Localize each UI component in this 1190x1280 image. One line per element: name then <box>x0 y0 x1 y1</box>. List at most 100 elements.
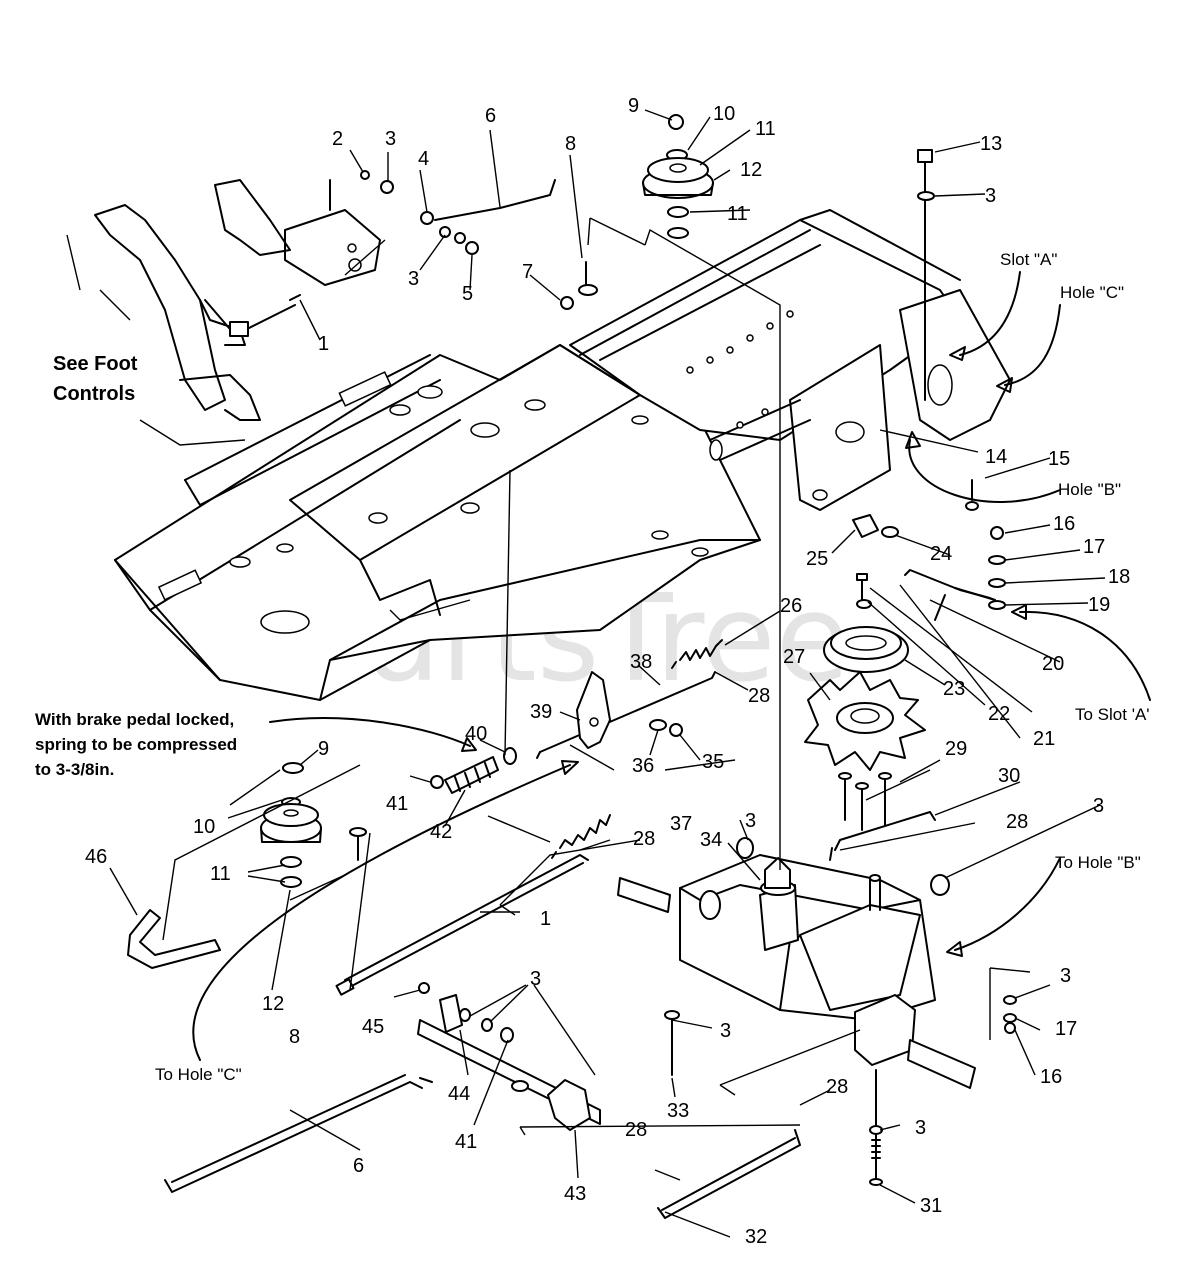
bolts-29 <box>838 772 892 831</box>
spring-42 <box>430 747 517 794</box>
label-11: 11 <box>755 118 776 140</box>
washer-3-b <box>930 874 950 896</box>
label-33: 33 <box>667 1100 689 1122</box>
label-30: 30 <box>998 765 1020 787</box>
label-9: 9 <box>628 95 639 117</box>
linkage-20 <box>904 526 1006 621</box>
label-3: 3 <box>1060 965 1071 987</box>
bushing-25 <box>852 514 899 538</box>
label-1: 1 <box>318 333 329 355</box>
label-3: 3 <box>408 268 419 290</box>
label-3: 3 <box>1093 795 1104 817</box>
rod-30 <box>834 811 936 851</box>
note-to-hole-c: To Hole "C" <box>155 1065 242 1084</box>
label-11: 11 <box>727 203 748 225</box>
label-28: 28 <box>1006 811 1028 833</box>
rod-32 <box>657 1129 801 1219</box>
label-16: 16 <box>1053 513 1075 535</box>
label-4: 4 <box>418 148 429 170</box>
bolt-13 <box>917 149 935 401</box>
label-32: 32 <box>745 1226 767 1248</box>
label-14: 14 <box>985 446 1007 468</box>
label-19: 19 <box>1088 594 1110 616</box>
label-17: 17 <box>1083 536 1105 558</box>
note-to-slot-a: To Slot 'A' <box>1075 705 1150 724</box>
label-6: 6 <box>353 1155 364 1177</box>
chassis-frame <box>114 209 1011 701</box>
label-1: 1 <box>540 908 551 930</box>
note-slot-a: Slot "A" <box>1000 250 1057 269</box>
note-see-foot-2: Controls <box>53 383 135 405</box>
label-5: 5 <box>462 283 473 305</box>
note-to-hole-b: To Hole "B" <box>1055 853 1141 872</box>
label-31: 31 <box>920 1195 942 1217</box>
label-16: 16 <box>1040 1066 1062 1088</box>
label-28: 28 <box>633 828 655 850</box>
label-20: 20 <box>1042 653 1064 675</box>
label-44: 44 <box>448 1083 470 1105</box>
part-labels: 2 3 4 6 8 9 10 11 12 11 13 3 3 5 7 1 14 … <box>85 95 1130 1248</box>
label-3: 3 <box>915 1117 926 1139</box>
rod-6-lower-2 <box>171 1074 406 1183</box>
label-22: 22 <box>988 703 1010 725</box>
label-28: 28 <box>826 1076 848 1098</box>
note-brake-1: With brake pedal locked, <box>35 710 234 729</box>
item-1-bracket <box>204 294 301 337</box>
label-3: 3 <box>745 810 756 832</box>
label-12: 12 <box>262 993 284 1015</box>
note-hole-b: Hole "B" <box>1058 480 1121 499</box>
label-9: 9 <box>318 738 329 760</box>
label-23: 23 <box>943 678 965 700</box>
label-42: 42 <box>430 821 452 843</box>
washer-3-a <box>736 837 754 859</box>
belt-guide-46 <box>127 909 221 969</box>
transaxle-34 <box>617 854 976 1089</box>
note-brake-3: to 3-3/8in. <box>35 760 114 779</box>
label-39: 39 <box>530 701 552 723</box>
label-45: 45 <box>362 1016 384 1038</box>
lower-pulley <box>260 762 322 888</box>
label-27: 27 <box>783 646 805 668</box>
hardware-small <box>360 170 598 310</box>
bolt-33 <box>664 1010 680 1076</box>
label-28: 28 <box>748 685 770 707</box>
upper-pulley <box>642 114 714 239</box>
label-35: 35 <box>702 751 724 773</box>
note-brake-2: spring to be compressed <box>35 735 237 754</box>
label-41: 41 <box>455 1131 477 1153</box>
rod-6-lower <box>164 1077 433 1193</box>
label-41: 41 <box>386 793 408 815</box>
label-26: 26 <box>780 595 802 617</box>
label-6: 6 <box>485 105 496 127</box>
label-13: 13 <box>980 133 1002 155</box>
label-15: 15 <box>1048 448 1070 470</box>
spring-37 <box>551 814 611 859</box>
bolt-8-lower <box>349 827 367 861</box>
label-3: 3 <box>385 128 396 150</box>
label-25: 25 <box>806 548 828 570</box>
label-40: 40 <box>465 723 487 745</box>
label-37: 37 <box>670 813 692 835</box>
label-12: 12 <box>740 159 762 181</box>
brake-shaft-43 <box>417 982 601 1131</box>
label-24: 24 <box>930 543 952 565</box>
label-21: 21 <box>1033 728 1055 750</box>
label-46: 46 <box>85 846 107 868</box>
label-8: 8 <box>565 133 576 155</box>
leader-lines <box>66 109 1106 1238</box>
pedal-arm <box>94 204 261 421</box>
label-36: 36 <box>632 755 654 777</box>
label-43: 43 <box>564 1183 586 1205</box>
label-38: 38 <box>630 651 652 673</box>
item-6-rod-upper <box>434 179 556 221</box>
label-3: 3 <box>720 1020 731 1042</box>
note-hole-c: Hole "C" <box>1060 283 1124 302</box>
fan-27 <box>804 671 926 771</box>
bolt-31 <box>869 1069 883 1186</box>
pin-15 <box>965 479 979 511</box>
spring-26 <box>671 639 723 669</box>
label-18: 18 <box>1108 566 1130 588</box>
label-8: 8 <box>289 1026 300 1048</box>
pulley-23 <box>823 573 909 673</box>
